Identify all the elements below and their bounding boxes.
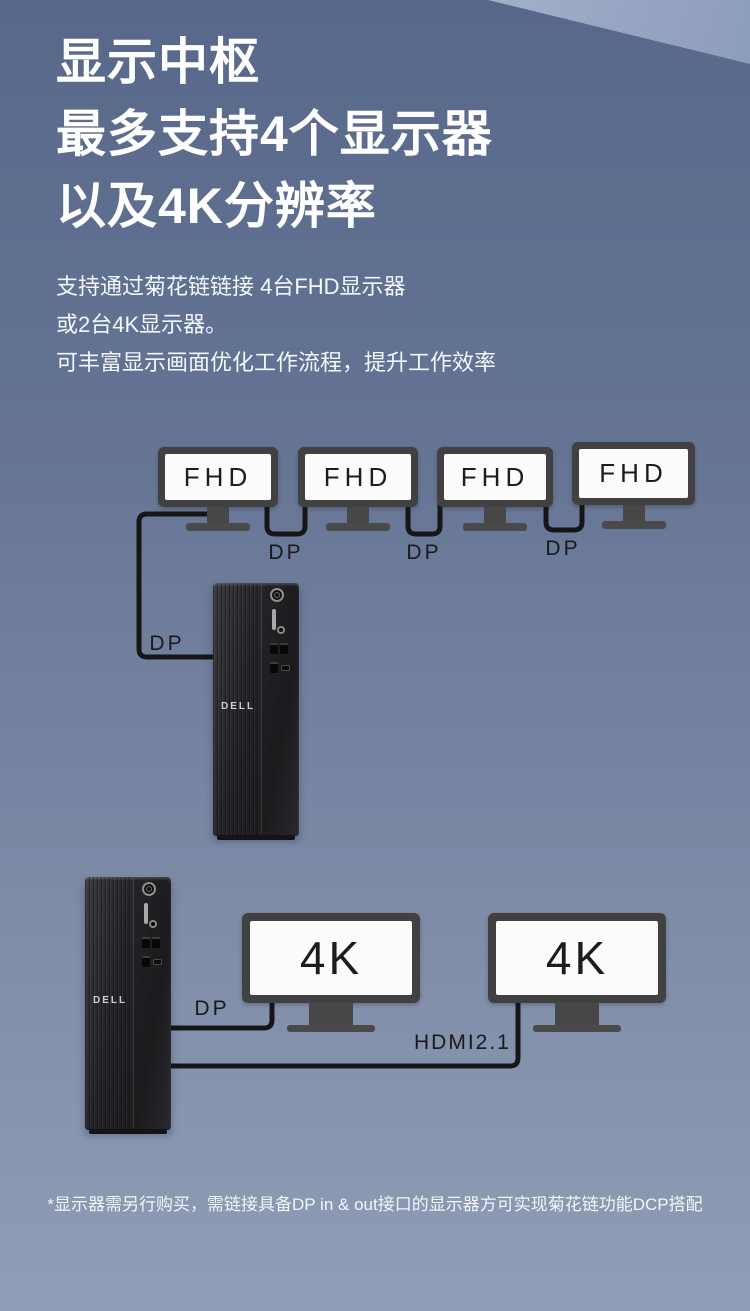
monitor-stand-base: [463, 523, 527, 531]
monitor-frame: FHD: [437, 447, 553, 507]
monitor-screen: FHD: [305, 454, 411, 500]
tower-panel-seam: [261, 585, 263, 834]
monitor-frame: 4K: [488, 913, 666, 1003]
monitor-screen: 4K: [496, 921, 658, 995]
fhd-label: FHD: [323, 461, 393, 492]
tower-foot: [217, 835, 295, 840]
fhd-monitor-1: FHD: [158, 447, 278, 531]
usb-port: [270, 662, 278, 673]
dell-tower-1: DELL: [213, 583, 299, 840]
monitor-stand-base: [186, 523, 250, 531]
sd-card-slot: [144, 903, 148, 924]
intro-line: 或2台4K显示器。: [56, 312, 228, 337]
title-line: 最多支持4个显示器: [56, 106, 493, 162]
tower-vent-stripes: [213, 583, 262, 836]
power-button-icon: [270, 588, 284, 602]
4k-monitor-2: 4K: [488, 913, 666, 1032]
fhd-monitor-2: FHD: [298, 447, 418, 531]
monitor-frame: FHD: [158, 447, 278, 507]
dell-logo: DELL: [93, 995, 128, 1006]
headphone-jack-icon: [149, 920, 157, 928]
intro-line: 支持通过菊花链链接 4台FHD显示器: [56, 274, 406, 299]
monitor-stand-base: [601, 521, 666, 529]
hdmi-cable-label: HDMI2.1: [414, 1031, 511, 1054]
monitor-screen: FHD: [444, 454, 546, 500]
usb-port: [270, 643, 278, 654]
monitor-screen: 4K: [250, 921, 412, 995]
sd-card-slot: [272, 609, 276, 630]
monitor-screen: FHD: [579, 449, 688, 498]
footnote: *显示器需另行购买，需链接具备DP in & out接口的显示器方可实现菊花链功…: [47, 1195, 703, 1214]
dell-tower-2: DELL: [85, 877, 171, 1134]
fhd-label: FHD: [183, 461, 253, 492]
monitor-stand: [347, 507, 369, 523]
monitor-stand: [622, 505, 645, 521]
tower-panel-seam: [133, 879, 135, 1128]
headphone-jack-icon: [277, 626, 285, 634]
dp-cable-label: DP: [406, 541, 442, 564]
fhd-monitor-4: FHD: [572, 442, 695, 529]
monitor-screen: FHD: [165, 454, 271, 500]
usb-c-port: [281, 665, 290, 671]
usb-c-port: [153, 959, 162, 965]
fhd-label: FHD: [460, 461, 530, 492]
monitor-stand: [484, 507, 506, 523]
intro-line: 可丰富显示画面优化工作流程，提升工作效率: [56, 350, 497, 375]
monitor-stand: [309, 1003, 353, 1025]
usb-port: [142, 937, 150, 948]
dp-cable-label: DP: [194, 997, 230, 1020]
monitor-stand-base: [533, 1025, 621, 1032]
fhd-monitor-3: FHD: [437, 447, 553, 531]
usb-port: [142, 956, 150, 967]
tower-vent-stripes: [85, 877, 134, 1130]
power-button-icon: [142, 882, 156, 896]
monitor-stand-base: [287, 1025, 375, 1032]
title-line: 以及4K分辨率: [56, 178, 377, 234]
monitor-frame: FHD: [572, 442, 695, 505]
dp-cable-label: DP: [545, 537, 581, 560]
dp-cable-label: DP: [149, 632, 185, 655]
fhd-label: FHD: [599, 458, 668, 488]
dp-cable-label: DP: [268, 541, 304, 564]
corner-accent: [488, 0, 750, 64]
monitor-stand: [555, 1003, 599, 1025]
4k-label: 4K: [545, 932, 609, 984]
page-title: 显示中枢 最多支持4个显示器 以及4K分辨率: [56, 26, 493, 242]
4k-monitor-1: 4K: [242, 913, 420, 1032]
4k-label: 4K: [299, 932, 363, 984]
monitor-frame: 4K: [242, 913, 420, 1003]
tower-foot: [89, 1129, 167, 1134]
monitor-stand: [207, 507, 229, 523]
intro-text: 支持通过菊花链链接 4台FHD显示器 或2台4K显示器。 可丰富显示画面优化工作…: [56, 268, 496, 382]
usb-port: [152, 937, 160, 948]
monitor-stand-base: [326, 523, 390, 531]
usb-port: [280, 643, 288, 654]
dell-logo: DELL: [221, 701, 256, 712]
monitor-frame: FHD: [298, 447, 418, 507]
title-line: 显示中枢: [56, 34, 260, 90]
